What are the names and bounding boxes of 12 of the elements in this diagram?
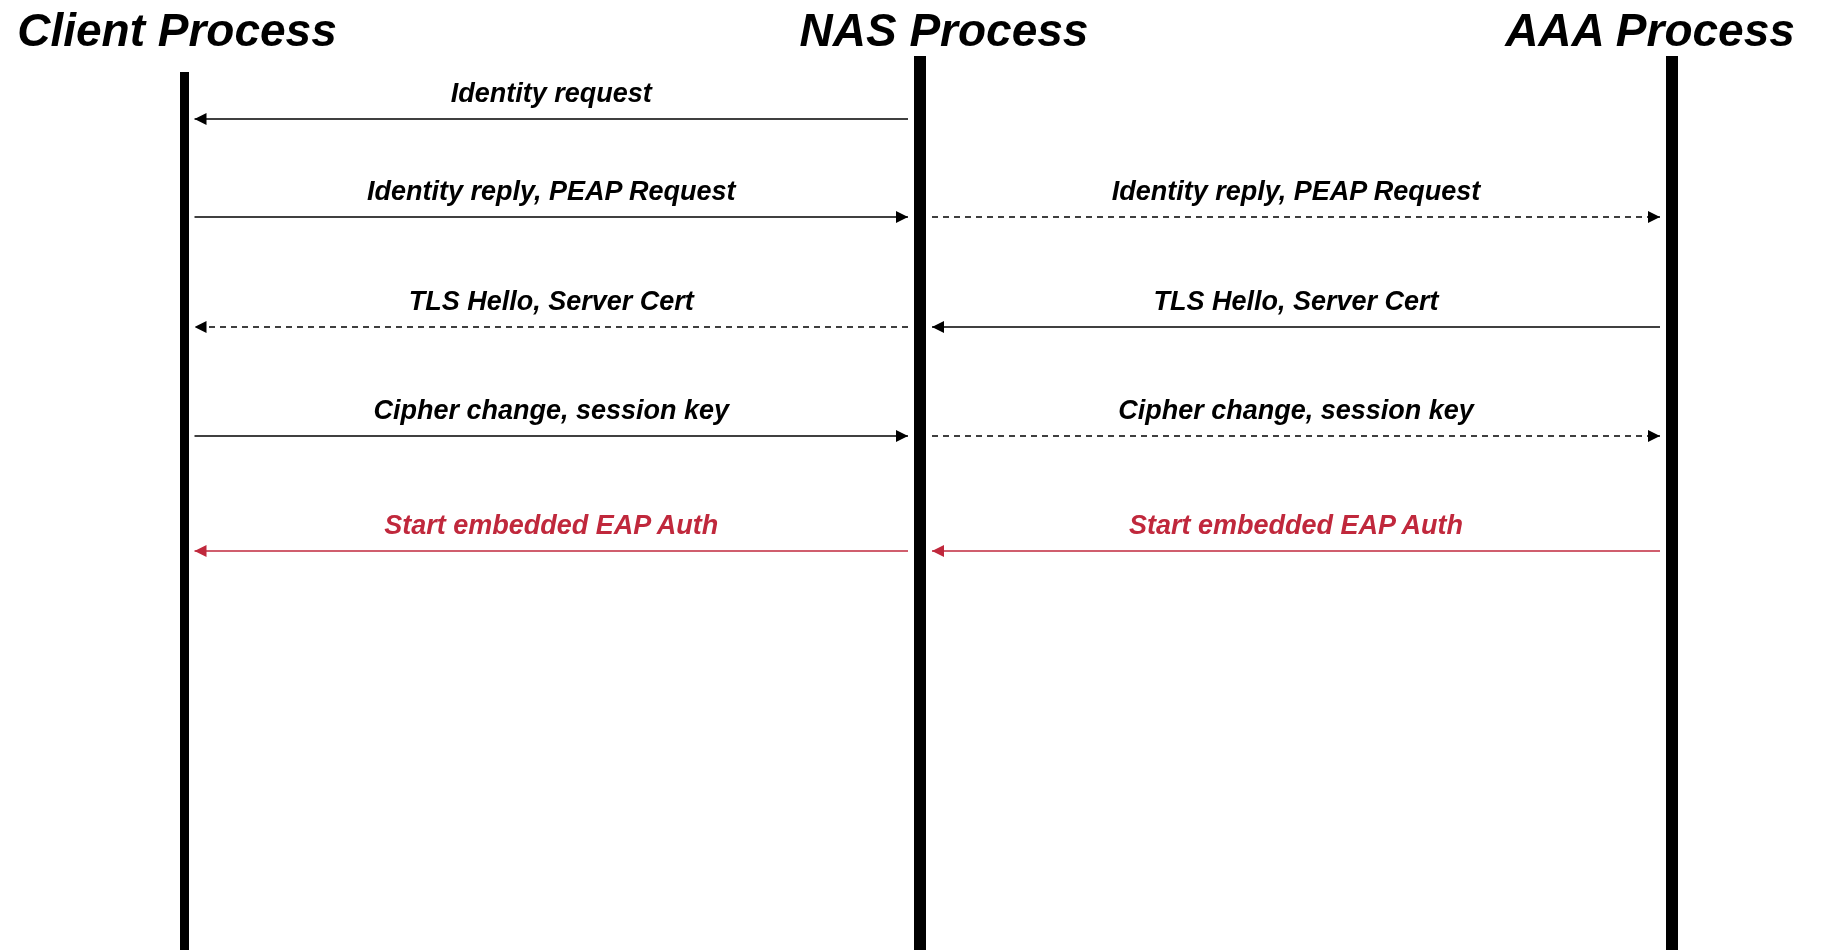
arrow (931, 545, 1661, 557)
arrow (193, 545, 909, 557)
arrow (193, 211, 909, 223)
arrow (193, 321, 909, 333)
arrow (931, 211, 1661, 223)
process-heading: Client Process (17, 4, 337, 56)
process-heading: NAS Process (799, 4, 1089, 56)
process-heading: AAA Process (1505, 4, 1795, 56)
arrow (193, 113, 909, 125)
arrow (193, 430, 909, 442)
arrow (931, 430, 1661, 442)
arrow (931, 321, 1661, 333)
